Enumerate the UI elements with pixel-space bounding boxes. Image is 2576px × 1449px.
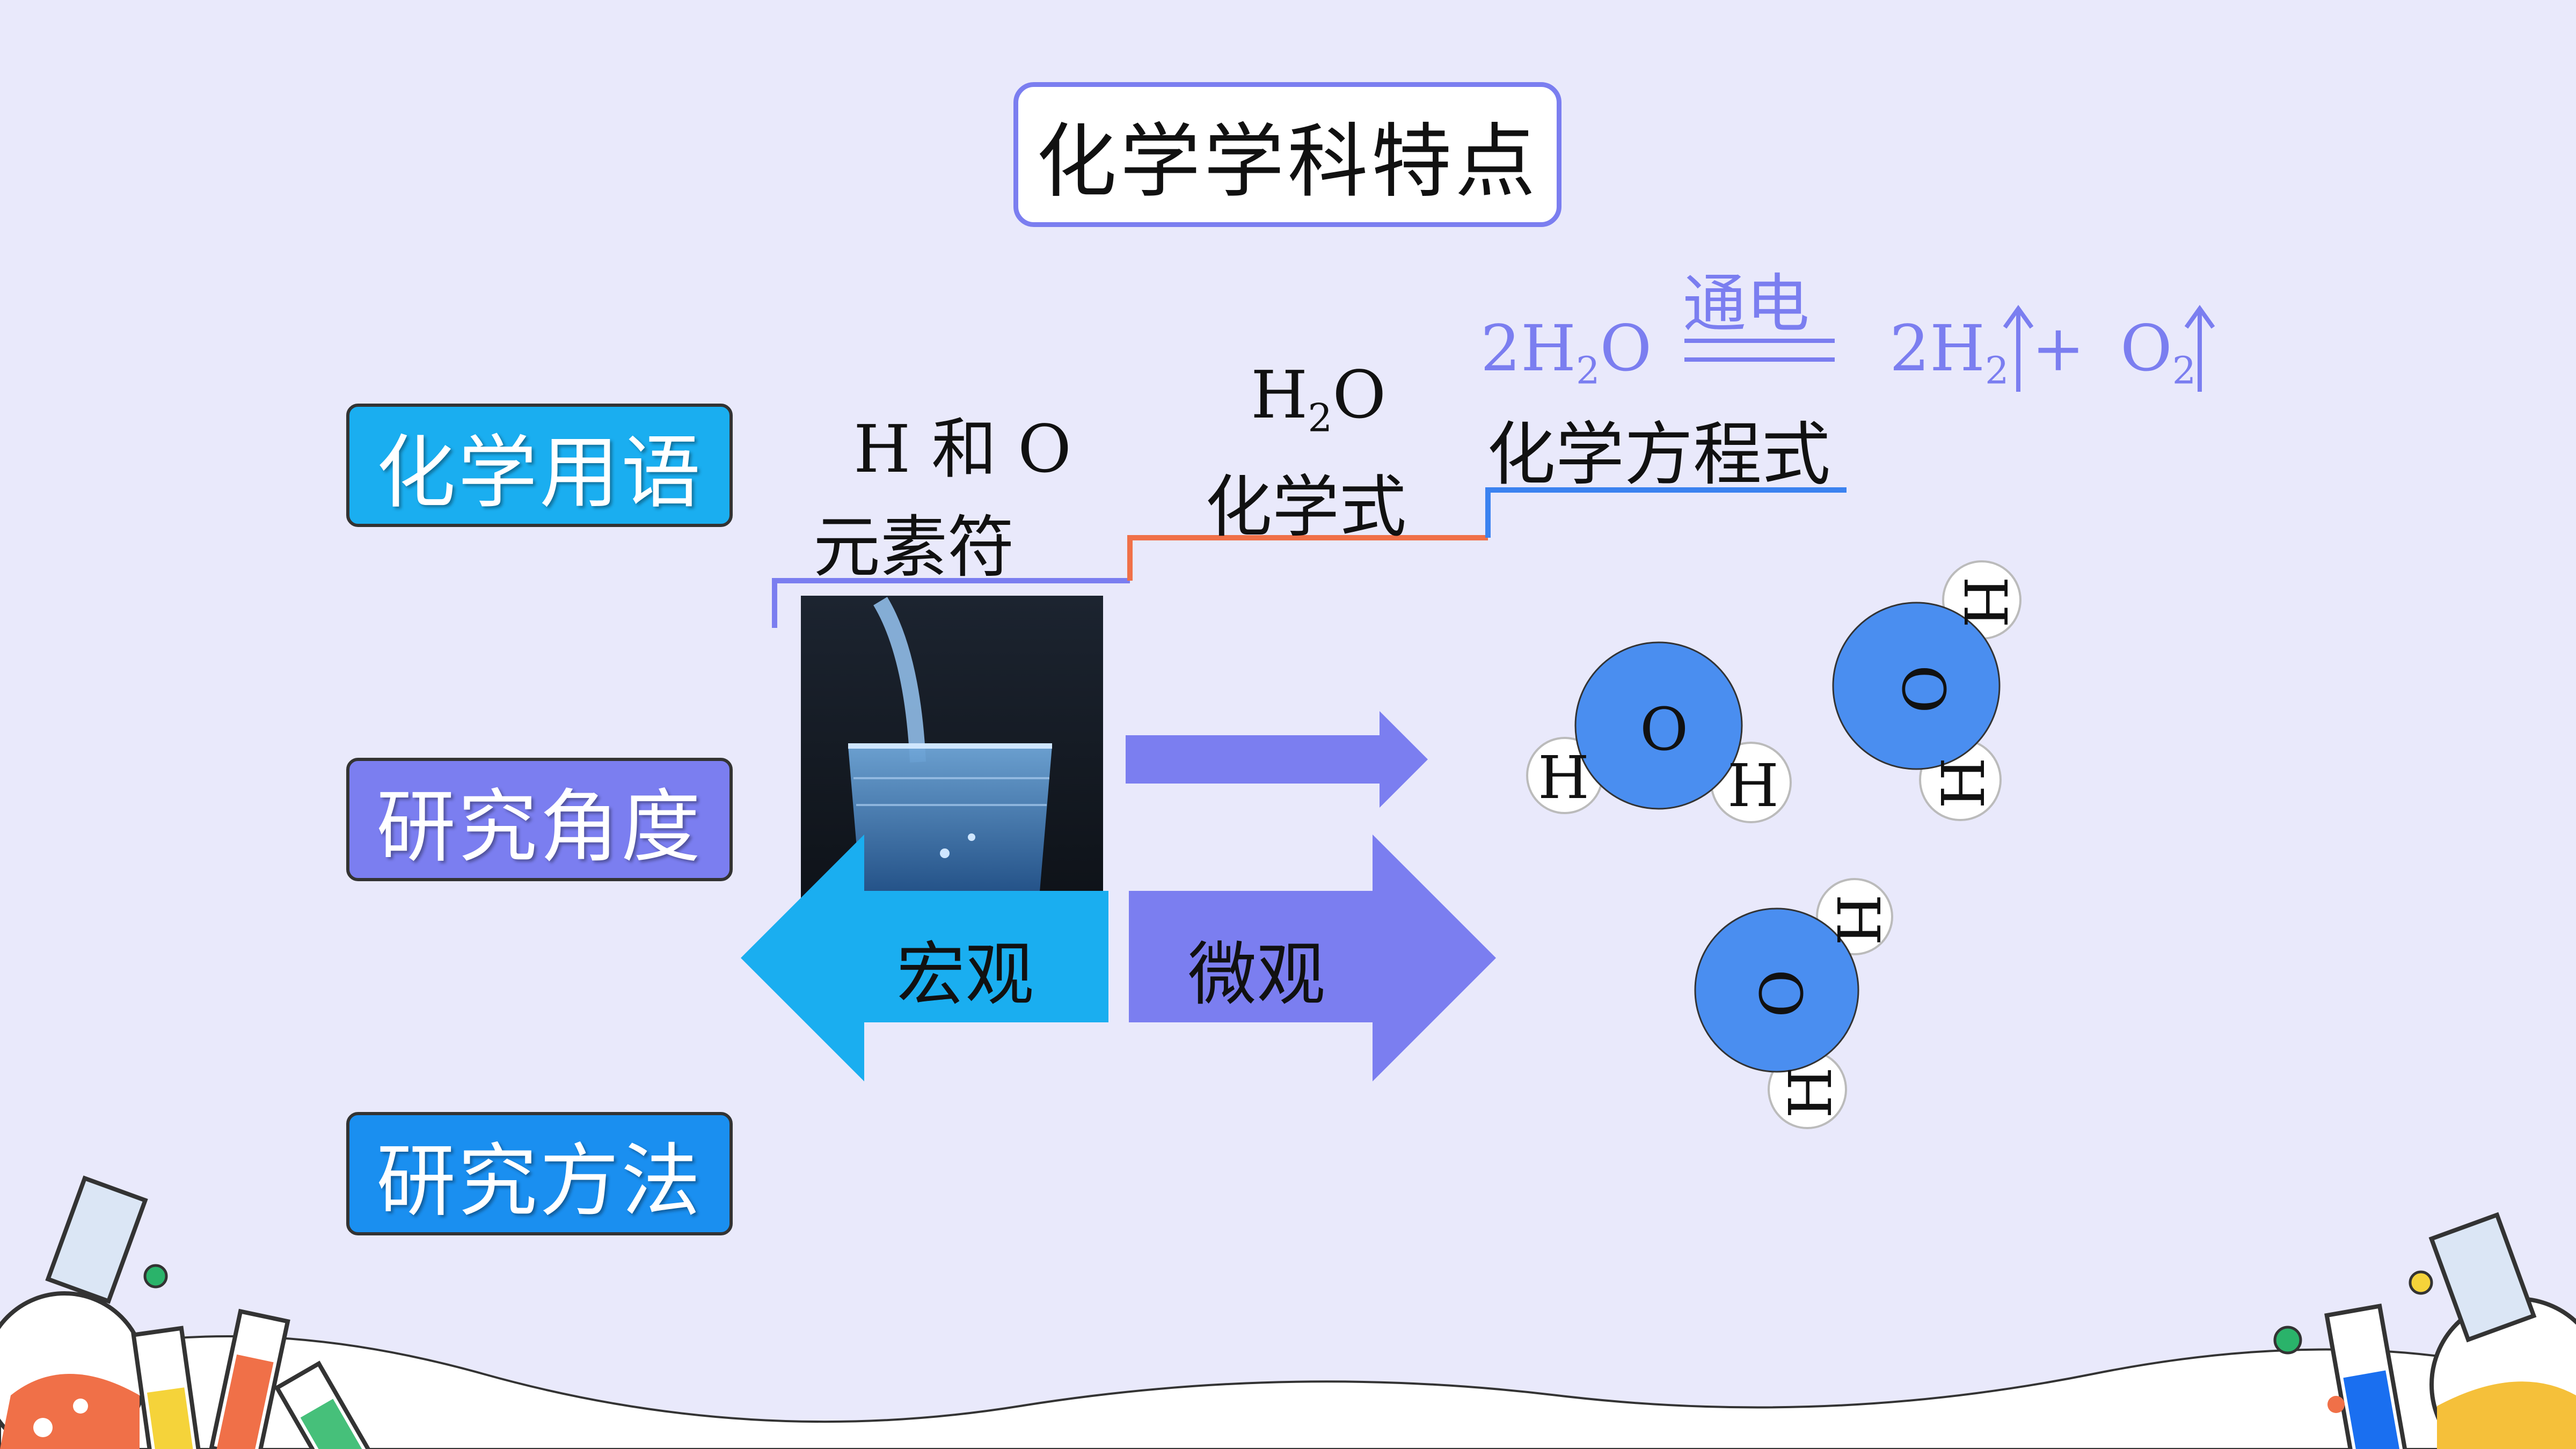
water-molecule-icon bbox=[1694, 878, 1893, 1129]
macro-left-arrow-icon bbox=[741, 835, 1108, 1081]
element-symbol-label: 元素符 bbox=[813, 509, 1015, 587]
rhs-oxygen: O bbox=[2120, 311, 2172, 385]
elements-text: H 和 O bbox=[853, 411, 1071, 487]
water-molecule-icon bbox=[1832, 560, 2022, 821]
red-dot-icon bbox=[2327, 1396, 2345, 1413]
equation-condition: 通电 bbox=[1683, 267, 1810, 341]
formula-subscript: 2 bbox=[1308, 395, 1333, 441]
rhs-h-subscript: 2 bbox=[1984, 348, 2009, 393]
lhs-oxygen: O bbox=[1600, 311, 1652, 385]
step-line-equation bbox=[1485, 487, 1847, 538]
macro-label: 宏观 bbox=[896, 935, 1034, 1015]
right-tubes-icon bbox=[2324, 1303, 2410, 1449]
equation-rhs-o: O2 bbox=[2120, 311, 2196, 393]
water-molecule-icon bbox=[1526, 641, 1792, 823]
gas-arrow-icon bbox=[2003, 305, 2034, 392]
molecule-1-hydrogen: H bbox=[1538, 743, 1589, 812]
chemical-equation-label: 化学方程式 bbox=[1487, 415, 1831, 495]
formula-h: H bbox=[1251, 357, 1308, 433]
green-dot-icon bbox=[2273, 1326, 2302, 1355]
equation-rhs-h: 2H2 bbox=[1889, 311, 2009, 393]
green-dot-icon bbox=[143, 1264, 168, 1289]
chemical-formula-label: 化学式 bbox=[1205, 469, 1406, 546]
button-research-method[interactable]: 研究方法 bbox=[346, 1112, 733, 1235]
button-research-perspective[interactable]: 研究角度 bbox=[346, 758, 733, 881]
molecule-2-hydrogen: H bbox=[1950, 576, 2019, 628]
yellow-dot-icon bbox=[2409, 1270, 2433, 1295]
right-flask-icon bbox=[2428, 1212, 2576, 1449]
molecule-2-oxygen: O bbox=[1889, 664, 1958, 714]
left-tubes-icon bbox=[131, 1308, 376, 1449]
button-chemical-language[interactable]: 化学用语 bbox=[346, 404, 733, 527]
step-line-formula bbox=[1127, 535, 1488, 581]
molecule-2-hydrogen: H bbox=[1929, 757, 1998, 809]
micro-label: 微观 bbox=[1188, 935, 1326, 1015]
left-flask-icon bbox=[0, 1175, 148, 1449]
equation-plus: + bbox=[2032, 311, 2085, 385]
micro-right-arrow-icon bbox=[1129, 835, 1496, 1081]
molecule-1-oxygen: O bbox=[1640, 695, 1689, 764]
lhs-coefficient: 2H bbox=[1480, 311, 1576, 385]
formula-o: O bbox=[1332, 357, 1386, 433]
step-line-symbol bbox=[772, 578, 1130, 628]
molecule-1-hydrogen: H bbox=[1727, 751, 1779, 820]
rhs-hydrogen: 2H bbox=[1889, 311, 1985, 385]
molecule-3-hydrogen: H bbox=[1776, 1067, 1845, 1118]
small-right-arrow-icon bbox=[1126, 711, 1428, 808]
page-title: 化学学科特点 bbox=[1013, 82, 1561, 227]
gas-arrow-icon bbox=[2184, 305, 2215, 392]
equation-lhs: 2H2O bbox=[1480, 311, 1652, 393]
water-formula: H2O bbox=[1251, 357, 1386, 440]
rhs-o-subscript: 2 bbox=[2172, 348, 2196, 393]
molecule-3-hydrogen: H bbox=[1823, 894, 1892, 946]
lhs-subscript: 2 bbox=[1575, 348, 1600, 393]
molecule-3-oxygen: O bbox=[1748, 969, 1817, 1018]
